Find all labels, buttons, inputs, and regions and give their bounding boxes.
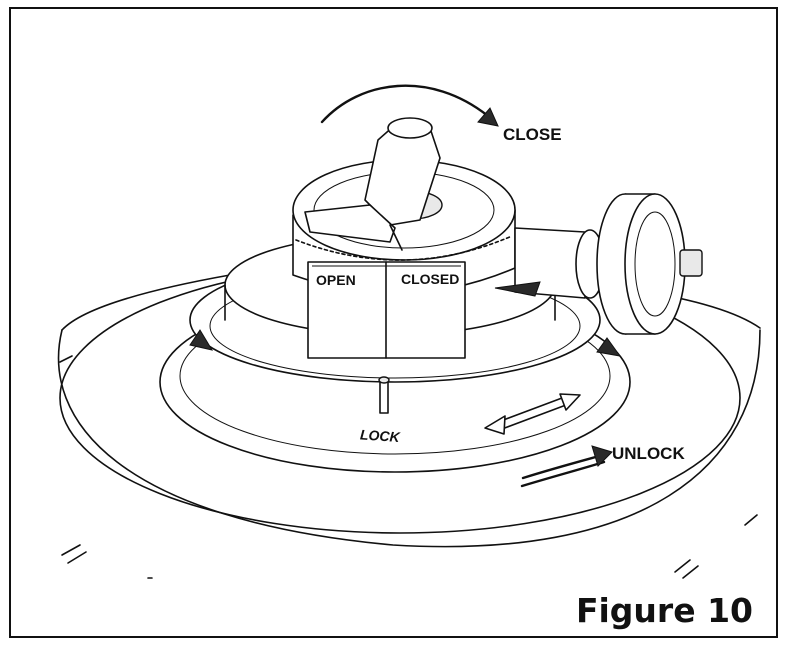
close-label: CLOSE bbox=[503, 125, 562, 144]
pressure-gauge-icon bbox=[494, 193, 703, 335]
lid-handle bbox=[304, 117, 443, 251]
unlock-arrow-icon bbox=[520, 445, 613, 488]
lock-label: LOCK bbox=[360, 426, 402, 445]
close-arrow-icon bbox=[320, 84, 499, 127]
open-label: OPEN bbox=[316, 272, 356, 288]
lock-post bbox=[378, 376, 390, 414]
figure-frame bbox=[9, 7, 778, 638]
figure-caption: Figure 10 bbox=[576, 591, 753, 630]
double-arrow-icon bbox=[484, 393, 581, 435]
closed-label: CLOSED bbox=[401, 271, 459, 287]
unlock-label: UNLOCK bbox=[612, 444, 685, 463]
indicator-plate bbox=[307, 261, 466, 359]
